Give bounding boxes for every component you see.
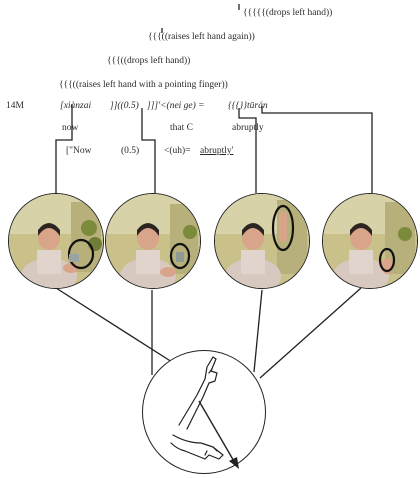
video-frame-2 [105, 193, 201, 289]
translation-now: ["Now [66, 147, 92, 157]
raised-arm [179, 357, 217, 429]
translation-abruptly: abruptly' [200, 147, 233, 157]
token-nei-ge: ]]]'<(nei ge) = [147, 102, 205, 112]
movement-arrow [199, 401, 235, 463]
link-frame-4 [260, 288, 361, 378]
annotation-raises-left-hand-pointing: {{{((raises left hand with a pointing fi… [59, 81, 228, 91]
connector-frame-4 [262, 106, 372, 193]
connector-frame-2 [142, 108, 155, 193]
gesture-sketch [142, 350, 266, 474]
token-pause: ]]((0.5) [110, 102, 139, 112]
gloss-abruptly: abruptly [232, 124, 264, 134]
lowered-arm [171, 435, 223, 459]
gloss-that-c: that C [170, 124, 193, 134]
speaker-label: 14M [6, 102, 24, 112]
gloss-now: now [62, 124, 78, 134]
arrowhead-icon [229, 457, 239, 469]
annotation-drops-left-hand: {{{((drops left hand)) [107, 57, 190, 67]
translation-pause: (0.5) [121, 147, 139, 157]
video-frame-3 [214, 193, 310, 289]
annotation-drops-left-hand-final: {{{{{(drops left hand)) [243, 9, 332, 19]
translation-uh: <(uh)= [164, 147, 191, 157]
video-frame-1 [8, 193, 104, 289]
connector-frame-3 [239, 108, 256, 193]
annotation-raises-left-hand-again: {{{((raises left hand again)) [148, 33, 255, 43]
video-frame-4 [322, 193, 418, 289]
token-xianzai: [xiànzai [60, 102, 91, 112]
token-turan: {{{}}tūrán [228, 102, 268, 112]
